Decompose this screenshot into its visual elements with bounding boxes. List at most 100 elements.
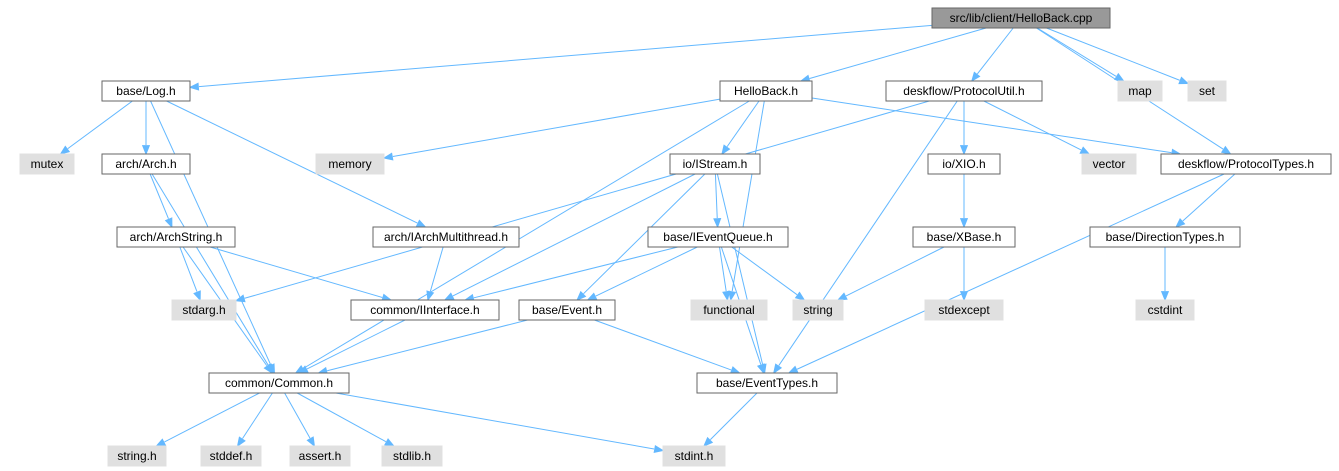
- node-ieventqueue[interactable]: base/IEventQueue.h: [647, 226, 789, 248]
- edge-root-to-log: [188, 24, 933, 91]
- edge-line: [714, 173, 718, 219]
- edge-log-to-iarchmt: [166, 100, 427, 228]
- edges-layer: [59, 24, 1236, 454]
- edge-istream-to-ieventqueue: [713, 173, 722, 229]
- node-label: set: [1199, 84, 1216, 98]
- arrowhead-icon: [703, 436, 714, 447]
- edge-line: [1182, 173, 1236, 222]
- node-label: cstdint: [1148, 303, 1183, 317]
- edge-line: [976, 27, 1014, 75]
- edge-line: [796, 173, 1225, 370]
- node-label: common/Common.h: [225, 376, 333, 390]
- edge-line: [719, 246, 727, 292]
- edge-line: [429, 246, 444, 292]
- node-label: functional: [703, 303, 754, 317]
- arrowhead-icon: [721, 144, 731, 156]
- edge-common-to-assert: [284, 392, 316, 448]
- node-box: [116, 226, 236, 248]
- edge-line: [594, 319, 732, 371]
- arrowhead-icon: [155, 438, 167, 447]
- arrowhead-icon: [1160, 291, 1170, 302]
- node-box: [1117, 80, 1163, 102]
- edge-line: [731, 246, 798, 296]
- edge-istream-to-event: [576, 173, 706, 301]
- node-istream[interactable]: io/IStream.h: [669, 153, 761, 175]
- arrowhead-icon: [713, 217, 722, 229]
- edge-line: [731, 100, 765, 292]
- edge-line: [1037, 27, 1117, 77]
- node-label: deskflow/ProtocolUtil.h: [903, 84, 1024, 98]
- arrowhead-icon: [141, 145, 151, 156]
- edge-arch-to-archstring: [149, 173, 173, 229]
- edge-line: [473, 246, 678, 299]
- edge-arch-to-common: [151, 173, 274, 375]
- edge-log-to-arch: [141, 101, 151, 156]
- arrowhead-icon: [772, 363, 783, 375]
- node-iinterface[interactable]: common/IInterface.h: [350, 299, 500, 321]
- node-box: [662, 445, 726, 467]
- node-box: [647, 226, 789, 248]
- node-box: [690, 299, 768, 321]
- edge-helloback-to-istream: [721, 100, 760, 156]
- node-archstring[interactable]: arch/ArchString.h: [116, 226, 236, 248]
- edge-root-to-helloback: [799, 27, 987, 83]
- node-stddef: stddef.h: [200, 445, 262, 467]
- edge-line: [811, 97, 1172, 154]
- edge-line: [209, 246, 383, 298]
- arrowhead-icon: [787, 365, 799, 374]
- node-arch[interactable]: arch/Arch.h: [101, 153, 191, 175]
- node-label: base/XBase.h: [927, 230, 1002, 244]
- node-label: io/XIO.h: [942, 157, 985, 171]
- node-label: string: [803, 303, 832, 317]
- node-box: [1160, 153, 1332, 175]
- node-label: map: [1128, 84, 1152, 98]
- edge-istream-to-iinterface: [443, 173, 696, 301]
- node-box: [1187, 80, 1227, 102]
- node-helloback[interactable]: HelloBack.h: [719, 80, 813, 102]
- node-box: [912, 226, 1016, 248]
- node-label: arch/ArchString.h: [130, 230, 223, 244]
- arrowhead-icon: [443, 292, 455, 301]
- node-xbase[interactable]: base/XBase.h: [912, 226, 1016, 248]
- edge-iinterface-to-common: [297, 319, 406, 374]
- node-box: [669, 153, 761, 175]
- node-dirtypes[interactable]: base/DirectionTypes.h: [1089, 226, 1241, 248]
- node-box: [381, 445, 443, 467]
- edge-event-to-eventtypes: [594, 319, 741, 374]
- node-box: [518, 299, 616, 321]
- edge-common-to-stdlib: [296, 392, 395, 447]
- node-protoutil[interactable]: deskflow/ProtocolUtil.h: [885, 80, 1043, 102]
- edge-protoutil-to-xio: [959, 101, 969, 156]
- arrowhead-icon: [263, 363, 273, 375]
- node-label: src/lib/client/HelloBack.cpp: [950, 11, 1093, 25]
- node-box: [719, 80, 813, 102]
- node-assert: assert.h: [289, 445, 351, 467]
- node-log[interactable]: base/Log.h: [101, 80, 191, 102]
- node-label: base/Event.h: [532, 303, 602, 317]
- node-box: [101, 153, 191, 175]
- edge-line: [778, 100, 958, 366]
- node-label: base/Log.h: [116, 84, 175, 98]
- node-iarchmt[interactable]: arch/IArchMultithread.h: [372, 226, 520, 248]
- node-stdlib: stdlib.h: [381, 445, 443, 467]
- node-prototypes[interactable]: deskflow/ProtocolTypes.h: [1160, 153, 1332, 175]
- node-box: [924, 299, 1004, 321]
- edge-ieventqueue-to-event: [586, 246, 698, 301]
- arrowhead-icon: [1079, 146, 1091, 155]
- node-root[interactable]: src/lib/client/HelloBack.cpp: [931, 7, 1111, 29]
- edge-protoutil-to-stdarg: [234, 100, 930, 303]
- edge-ieventqueue-to-functional: [719, 246, 731, 302]
- node-common[interactable]: common/Common.h: [208, 372, 350, 394]
- edge-line: [149, 173, 169, 219]
- node-label: deskflow/ProtocolTypes.h: [1178, 157, 1314, 171]
- node-eventtypes[interactable]: base/EventTypes.h: [696, 372, 838, 394]
- node-event[interactable]: base/Event.h: [518, 299, 616, 321]
- node-memory: memory: [315, 153, 385, 175]
- node-label: vector: [1093, 157, 1126, 171]
- node-xio[interactable]: io/XIO.h: [927, 153, 1001, 175]
- node-label: base/IEventQueue.h: [663, 230, 772, 244]
- edge-protoutil-to-vector: [983, 100, 1091, 155]
- edge-line: [595, 246, 698, 297]
- edge-line: [198, 24, 933, 88]
- arrowhead-icon: [193, 290, 201, 302]
